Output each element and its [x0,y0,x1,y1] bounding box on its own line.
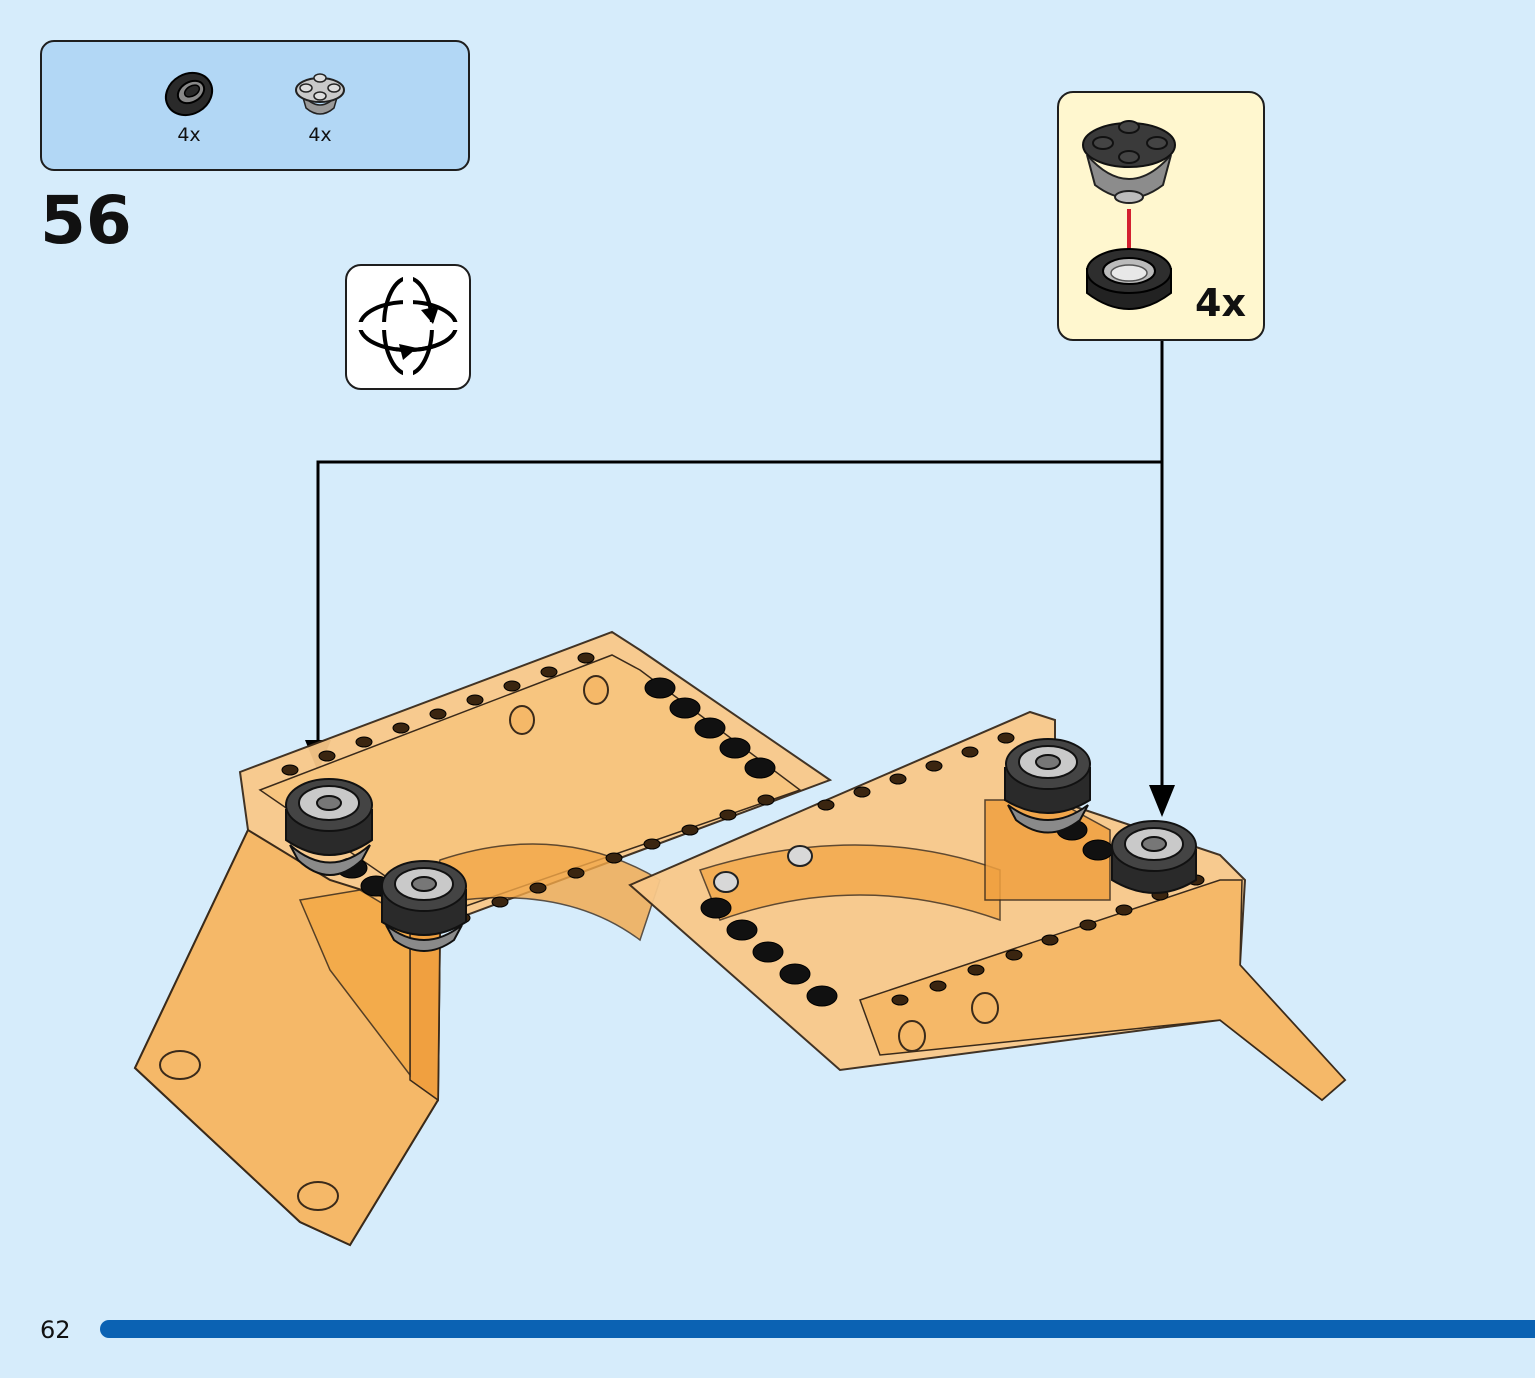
rotate-model-icon [357,274,459,378]
light-gray-round-plate-icon [1082,120,1176,204]
subassembly-callout: 4x [1057,91,1265,341]
black-tire-icon [164,71,214,117]
parts-list-qty: 4x [177,124,201,146]
black-tire-icon [1086,248,1172,310]
parts-list-qty: 4x [308,124,332,146]
parts-list-item-plate: 4x [280,64,360,146]
page-number: 62 [40,1316,71,1344]
parts-list-box: 4x 4x [40,40,470,171]
parts-list-item-tire: 4x [149,64,229,146]
progress-bar [100,1320,1535,1338]
step-number: 56 [40,182,132,259]
subassembly-diagram [1082,120,1176,310]
wheel-assembly [285,778,373,876]
subassembly-qty: 4x [1195,281,1246,325]
light-gray-round-plate-icon [295,73,345,115]
placement-arrow-right [1149,785,1175,817]
rotate-model-callout [345,264,471,390]
